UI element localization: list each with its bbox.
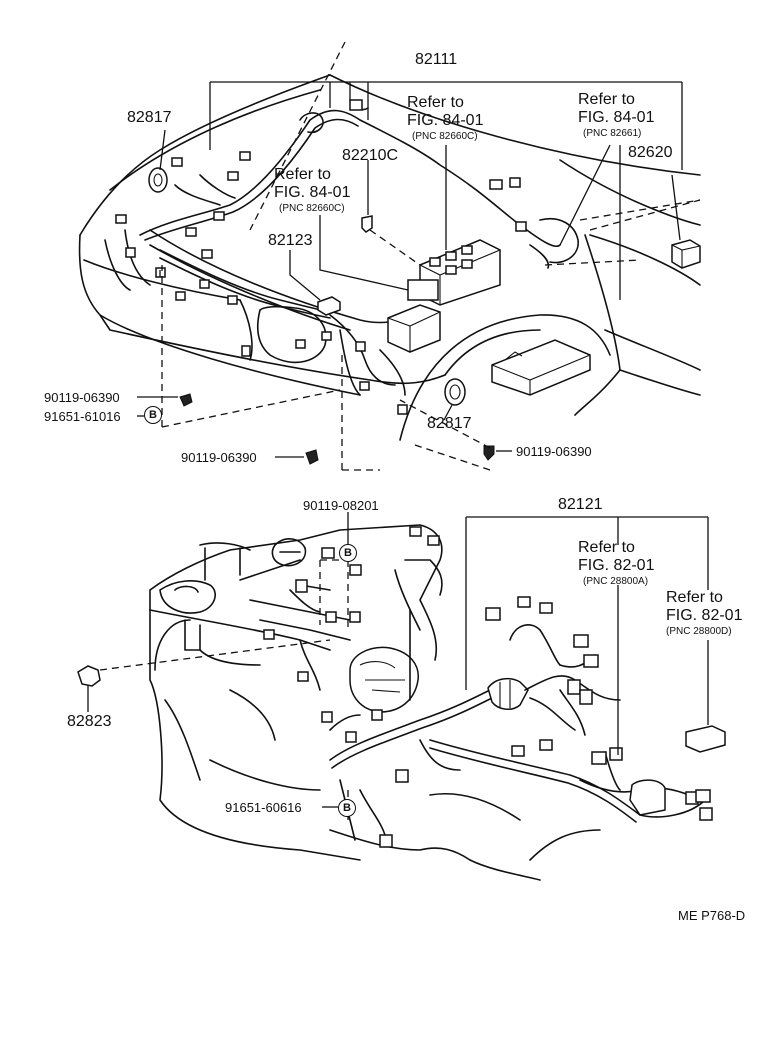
part-82210c-label: 82210C xyxy=(342,147,399,164)
leader-lines-bottom xyxy=(87,512,709,808)
ref-a-line1: Refer to xyxy=(407,94,464,111)
distributor xyxy=(321,646,419,723)
engine-room-wire-harness xyxy=(139,99,579,396)
ref-c-line3: (PNC 82661) xyxy=(583,128,642,139)
figure-code: ME P768-D xyxy=(678,908,746,923)
clamp-b-symbol-lower: B xyxy=(338,799,356,817)
bolt-90119-06390-low: 90119-06390 xyxy=(181,450,257,465)
part-82123-label: 82123 xyxy=(268,232,313,249)
bolt-90119-08201-label: 90119-08201 xyxy=(303,498,379,513)
battery-tray xyxy=(491,339,591,396)
clamp-91651-60616-label: 91651-60616 xyxy=(225,800,302,815)
part-82620-label: 82620 xyxy=(628,144,673,161)
harness-connectors-top xyxy=(115,99,527,415)
bolts-top xyxy=(179,393,495,465)
ref-d-line3: (PNC 28800A) xyxy=(583,576,649,587)
ref-d-line1: Refer to xyxy=(578,539,635,556)
ref-e-line3: (PNC 28800D) xyxy=(666,626,732,637)
clip-82210c xyxy=(361,215,373,233)
dashed-references-bottom xyxy=(99,559,349,820)
leader-lines-top xyxy=(137,81,683,458)
junction-block-82111 xyxy=(317,239,501,353)
part-82121-label: 82121 xyxy=(558,496,603,513)
clamp-91651-61016-label: 91651-61016 xyxy=(44,409,121,424)
bolt-90119-06390-left: 90119-06390 xyxy=(44,390,120,405)
ref-e-line2: FIG. 82-01 xyxy=(666,607,743,624)
clamp-b-symbol-upper: B xyxy=(339,544,357,562)
clip-82823 xyxy=(77,665,101,687)
ref-a-line2: FIG. 84-01 xyxy=(407,112,484,129)
ref-c-line1: Refer to xyxy=(578,91,635,108)
sensor-connector-28800d xyxy=(685,725,726,753)
ref-b-line1: Refer to xyxy=(274,166,331,183)
ref-e-line1: Refer to xyxy=(666,589,723,606)
ref-a-line3: (PNC 82660C) xyxy=(412,131,478,142)
ref-b-line3: (PNC 82660C) xyxy=(279,203,345,214)
part-82817-label-bottom: 82817 xyxy=(427,415,472,432)
bolt-90119-06390-right: 90119-06390 xyxy=(516,444,592,459)
relay-82620 xyxy=(671,239,701,269)
part-82817-label-top: 82817 xyxy=(127,109,172,126)
grommet-82817 xyxy=(148,167,466,406)
ref-b-line2: FIG. 84-01 xyxy=(274,184,351,201)
clamp-b-symbol-top: B xyxy=(144,406,162,424)
dashed-references-top xyxy=(159,41,701,471)
part-82823-label: 82823 xyxy=(67,713,112,730)
harness-connectors-bottom xyxy=(263,526,713,848)
part-82111-label: 82111 xyxy=(415,51,458,68)
ref-c-line2: FIG. 84-01 xyxy=(578,109,655,126)
ref-d-line2: FIG. 82-01 xyxy=(578,557,655,574)
engine-block-outline xyxy=(149,524,601,881)
